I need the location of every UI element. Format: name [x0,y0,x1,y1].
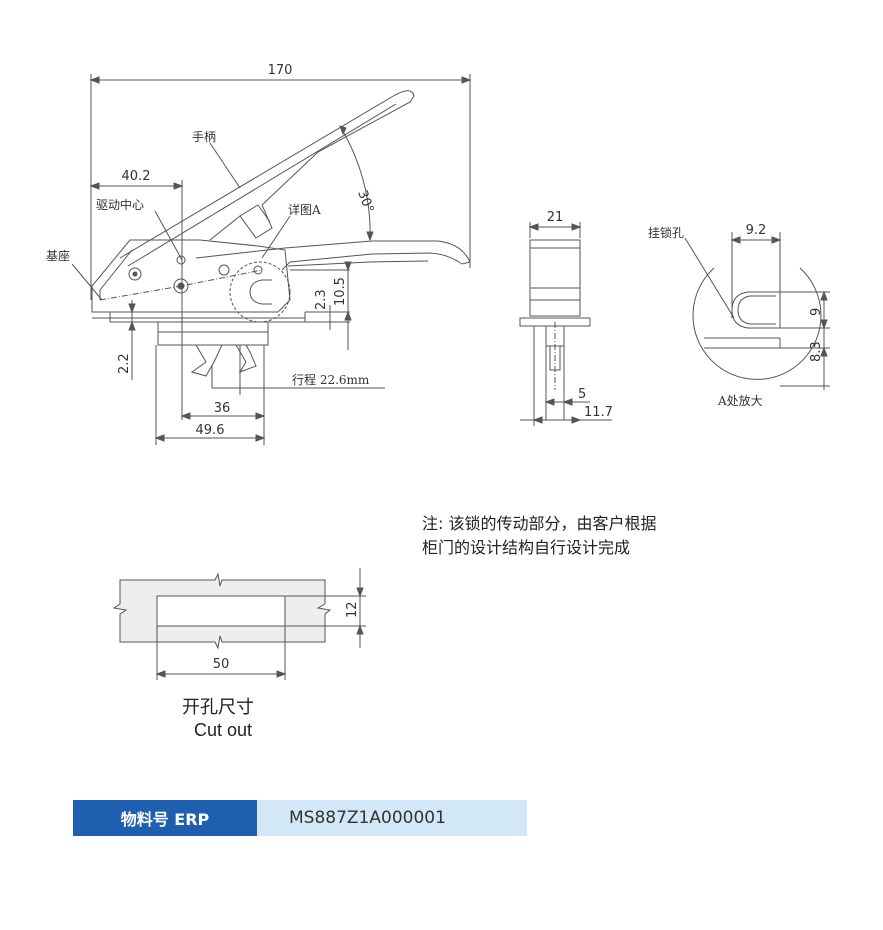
dim-cutout-height: 12 [345,601,360,618]
label-detail-caption: A处放大 [717,393,763,408]
dim-36: 36 [214,401,231,416]
dim-overall-length: 170 [268,63,293,78]
base-body [91,239,306,377]
dim-stroke: 行程 22.6mm [292,372,370,387]
detail-a-view [684,232,830,390]
erp-label: 物料号 ERP [73,800,257,836]
dim-detail-8-3: 8.3 [809,341,824,362]
dim-side-width: 21 [547,210,564,225]
design-note: 注: 该锁的传动部分，由客户根据 柜门的设计结构自行设计完成 [422,512,656,560]
label-drive-center: 驱动中心 [96,197,144,212]
erp-value: MS887Z1A000001 [257,800,527,836]
note-line-1: 注: 该锁的传动部分，由客户根据 [422,514,657,533]
dim-10-5: 10.5 [333,277,348,306]
label-base: 基座 [46,248,70,263]
label-handle: 手柄 [192,130,216,144]
dim-side-11-7: 11.7 [584,405,613,420]
dim-drive-center: 40.2 [122,169,151,184]
dim-detail-9: 9 [809,308,824,316]
erp-bar: 物料号 ERP MS887Z1A000001 [73,800,527,836]
handle-closed [195,240,471,271]
label-detail-a: 详图A [288,202,321,217]
dim-angle: 30° [354,188,376,215]
label-padlock-hole: 挂锁孔 [648,225,684,240]
dim-49-6: 49.6 [196,423,225,438]
dim-2-3: 2.3 [314,289,329,310]
dim-side-5: 5 [578,387,586,402]
dim-detail-9-2: 9.2 [746,223,767,238]
side-view [519,222,612,426]
handle-open [119,90,415,267]
cutout-title-en: Cut out [194,720,253,740]
cutout-title-cn: 开孔尺寸 [182,697,254,718]
dim-2-2: 2.2 [117,353,132,374]
cutout-view [112,568,366,680]
dim-cutout-width: 50 [213,657,230,672]
note-line-2: 柜门的设计结构自行设计完成 [422,538,631,557]
main-view [71,74,472,445]
